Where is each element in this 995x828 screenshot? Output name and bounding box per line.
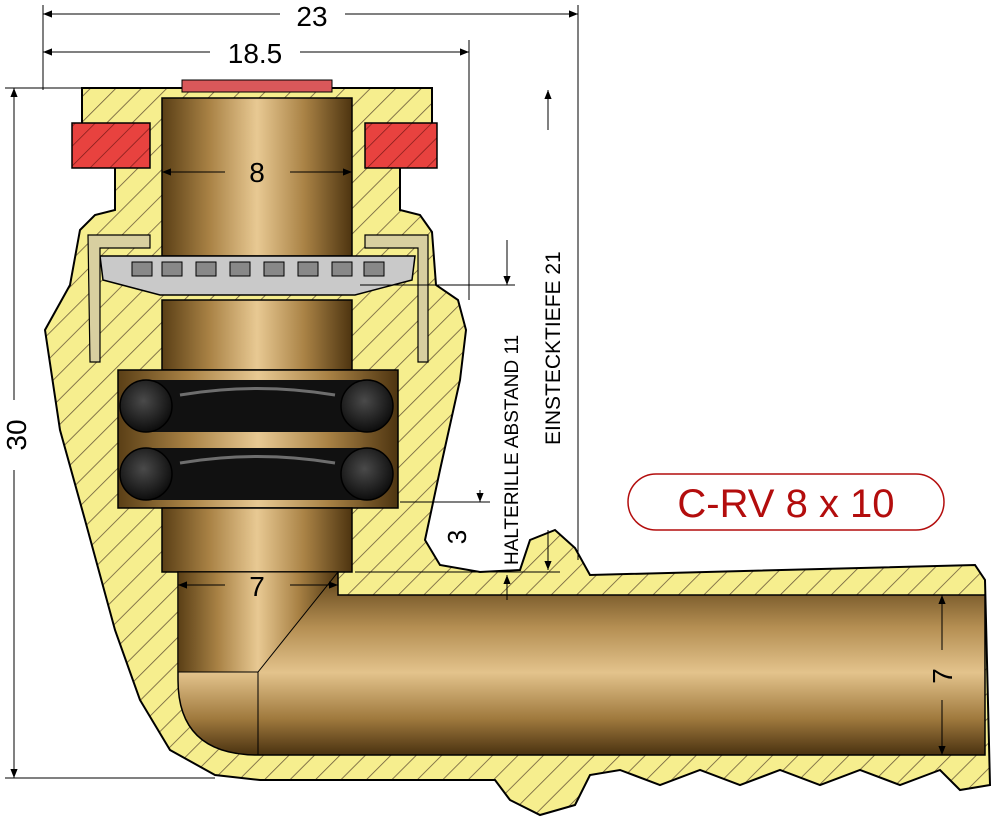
inner-bore <box>87 97 429 573</box>
dim-outlet-bore: 7 <box>927 668 958 684</box>
clamp-housing <box>87 234 429 363</box>
dim-bore-top: 8 <box>249 157 265 188</box>
dim-inner-width: 18.5 <box>228 38 283 69</box>
oring-left-top <box>119 379 173 433</box>
dim-halterille: HALTERILLE ABSTAND 11 <box>502 335 523 565</box>
dim-einstecktiefe: EINSTECKTIEFE 21 <box>542 251 565 445</box>
bore-upper <box>161 97 353 257</box>
dimension-lines <box>5 5 946 779</box>
oring-left-bottom <box>119 447 173 501</box>
product-label-box <box>627 473 945 531</box>
red-cap <box>181 79 333 93</box>
product-label: C-RV 8 x 10 <box>627 473 945 531</box>
bore-middle <box>161 299 353 371</box>
dim-groove-offset: 3 <box>442 530 472 544</box>
oring-right-top <box>340 379 394 433</box>
dim-height: 30 <box>1 419 32 450</box>
dim-bore-bottom: 7 <box>249 571 265 602</box>
dim-overall-width: 23 <box>296 1 327 32</box>
red-collar-left <box>71 122 151 169</box>
bore-lower <box>161 507 353 573</box>
oring-right-bottom <box>340 447 394 501</box>
clamp-teeth <box>131 261 385 277</box>
oring-highlight-1 <box>179 387 336 397</box>
elbow-bore <box>177 571 986 756</box>
red-collar-right <box>364 122 438 169</box>
oring-highlight-2 <box>179 455 336 465</box>
product-title: C-RV 8 x 10 <box>677 482 894 526</box>
elbow-passage <box>177 571 986 756</box>
